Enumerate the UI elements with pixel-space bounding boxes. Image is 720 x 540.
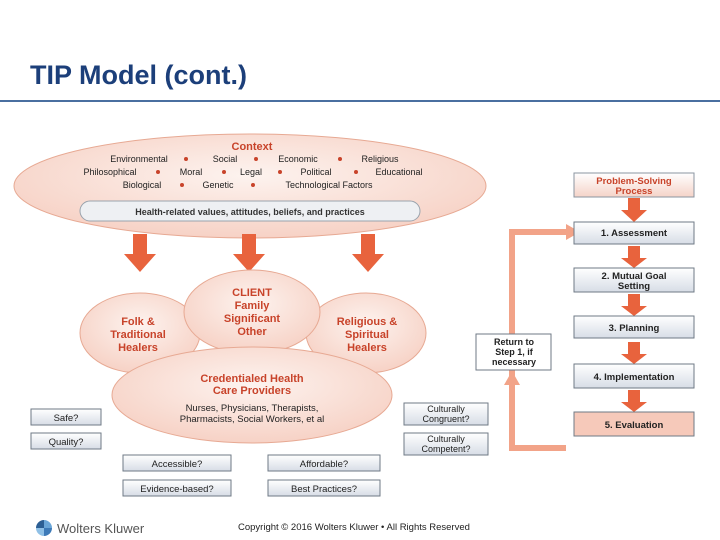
affordable-label: Affordable? [300,459,348,470]
religious-healers-ellipse: Religious & Spiritual Healers [305,292,427,374]
arrow-down-icon [124,234,156,272]
arrow-right-icon [566,224,580,240]
arrow-down-icon [621,294,647,316]
return-line: Return to [494,337,534,347]
left-question-boxes: Safe? Quality? [30,408,102,450]
process-header [573,172,695,198]
credentialed-title: Care Providers [213,385,291,397]
client-line: Other [237,326,267,338]
religious-line: Healers [347,342,387,354]
credentialed-providers-ellipse: Credentialed Health Care Providers Nurse… [111,346,393,444]
context-item: Political [300,167,331,177]
context-ellipse: Context Environmental Social Economic Re… [13,133,487,239]
bullet-dots [156,157,358,187]
arrow-down-icon [621,246,647,268]
client-line: Significant [224,313,281,325]
copyright-footer: Copyright © 2016 Wolters Kluwer • All Ri… [238,522,470,533]
competent-line: Competent? [421,444,470,454]
context-item: Legal [240,167,262,177]
context-item: Environmental [110,154,168,164]
right-question-boxes: Culturally Congruent? Culturally Compete… [403,402,489,456]
credentialed-title: Credentialed Health [200,373,304,385]
wolters-kluwer-logo: Wolters Kluwer [36,520,144,536]
return-box: Return to Step 1, if necessary [475,333,552,371]
step-label: 1. Assessment [601,228,668,239]
step-assessment [573,221,695,245]
religious-line: Religious & [337,316,398,328]
step-label: 3. Planning [609,323,660,334]
arrow-down-icon [621,342,647,364]
safe-label: Safe? [54,413,79,424]
context-item: Philosophical [83,167,136,177]
logo-mark-icon [36,520,52,536]
context-item: Social [213,154,238,164]
religious-line: Spiritual [345,329,389,341]
context-item: Moral [180,167,203,177]
arrow-down-icon [233,234,265,272]
folk-line: Healers [118,342,158,354]
step-label: 2. Mutual Goal [602,271,667,282]
folk-healers-ellipse: Folk & Traditional Healers [79,292,201,374]
client-line: CLIENT [232,287,272,299]
quality-label: Quality? [49,437,84,448]
step-label: 5. Evaluation [605,420,664,431]
credentialed-body: Nurses, Physicians, Therapists, [186,403,319,414]
step-label: 4. Implementation [594,372,675,383]
credentialed-body: Pharmacists, Social Workers, et al [180,414,324,425]
process-header-line: Problem-Solving [596,176,672,187]
competent-line: Culturally [427,434,465,444]
client-line: Family [235,300,271,312]
arrow-up-icon [504,371,520,385]
step-evaluation [573,411,695,437]
context-title: Context [232,141,273,153]
evidence-based-label: Evidence-based? [140,484,213,495]
context-banner-text: Health-related values, attitudes, belief… [135,207,365,217]
problem-solving-process: Problem-Solving Process 1. Assessment 2.… [573,172,695,437]
logo-text: Wolters Kluwer [57,520,145,536]
context-item: Technological Factors [285,180,373,190]
bottom-question-boxes: Accessible? Affordable? Evidence-based? … [122,454,381,497]
congruent-line: Congruent? [422,414,469,424]
page-title: TIP Model (cont.) [30,60,247,90]
context-item: Genetic [202,180,234,190]
context-item: Economic [278,154,318,164]
accessible-label: Accessible? [152,459,203,470]
context-item: Educational [375,167,422,177]
process-header-line: Process [616,186,653,197]
arrow-down-icon [621,390,647,412]
return-line: Step 1, if [495,347,534,357]
folk-line: Traditional [110,329,166,341]
context-item: Biological [123,180,162,190]
step-label: Setting [618,281,650,292]
arrow-down-icon [621,198,647,222]
title-divider [0,100,720,102]
arrow-down-icon [352,234,384,272]
context-item: Religious [361,154,399,164]
step-planning [573,315,695,339]
best-practices-label: Best Practices? [291,484,357,495]
congruent-line: Culturally [427,404,465,414]
context-banner [79,200,421,222]
step-implementation [573,363,695,389]
client-ellipse: CLIENT Family Significant Other [183,269,321,355]
step-goal-setting [573,267,695,293]
folk-line: Folk & [121,316,155,328]
return-line: necessary [492,357,536,367]
down-arrows [124,234,384,272]
